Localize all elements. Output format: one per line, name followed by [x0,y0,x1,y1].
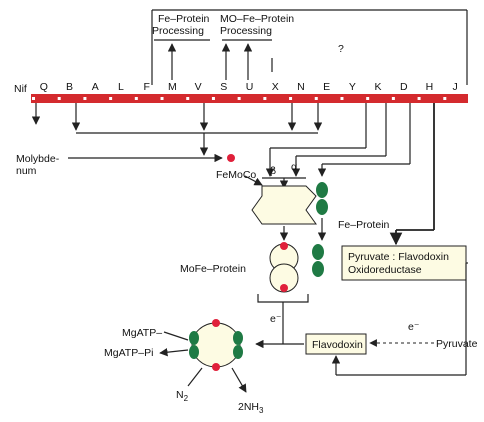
gene-separator [314,97,318,100]
mgatp-pi-arrow [159,348,189,357]
gene-separator [340,97,344,100]
molybdenum-dot [227,154,235,162]
gene-label-y: Y [349,81,356,93]
flavodoxin-box [305,333,367,355]
gene-label-a: A [92,81,99,93]
gene-label-m: M [168,81,177,93]
gene-separator [417,97,421,100]
gene-separator [186,97,190,100]
gene-separator [443,97,447,100]
mgatp-line [163,331,189,341]
gene-separator [109,97,113,100]
mgatp-pi-label: MgATP–Pi [104,347,153,359]
unknown-function-mark: ? [338,43,344,55]
gene-label-x: X [272,81,279,93]
fe-protein-dimer-top [316,182,328,215]
molybdenum-label-2: num [16,165,37,177]
gene-label-s: S [220,81,227,93]
mofe-processing-label-2: Processing [220,25,272,37]
beta-label: β [270,165,276,177]
gene-separator [160,97,164,100]
pyruvate-label: Pyruvate [436,338,478,350]
fe-processing-label-1: Fe–Protein [158,13,210,25]
gene-separator [289,97,293,100]
nh3-arrow [231,367,247,393]
femoco-arrow [244,175,263,186]
electron-left-label: e⁻ [270,313,282,325]
oxidoreductase-label-2: Oxidoreductase [348,264,422,276]
nh3-label: 2NH3 [238,401,264,415]
gene-label-l: L [118,81,124,93]
pyruvate-oxidoreductase-box [341,245,467,281]
gene-label-d: D [400,81,408,93]
n2-line [187,367,203,387]
fe-processing-label-2: Processing [152,25,204,37]
femoco-label: FeMoCo [216,169,256,181]
fe-protein-dimer-lower [312,244,324,277]
apoprotein-shape [251,185,317,225]
fe-protein-label: Fe–Protein [338,219,390,231]
gene-label-u: U [246,81,254,93]
gene-label-b: B [66,81,73,93]
gene-label-j: J [453,81,458,93]
gene-separator [83,97,87,100]
gene-separator [263,97,267,100]
gene-separator [237,97,241,100]
gene-label-n: N [297,81,305,93]
gene-label-h: H [426,81,434,93]
molybdenum-label-1: Molybde- [16,153,60,165]
mofe-protein-shape [269,242,299,293]
operon-prefix: Nif [14,83,27,95]
gene-label-e: E [323,81,330,93]
gene-separator [366,97,370,100]
gene-label-v: V [195,81,202,93]
gene-label-q: Q [40,81,48,93]
flavodoxin-label: Flavodoxin [312,339,363,351]
gene-label-k: K [375,81,382,93]
gene-label-f: F [143,81,149,93]
gene-separator [57,97,61,100]
n2-label: N2 [176,389,189,403]
gene-separator [32,97,35,100]
nitrogenase-complex [189,319,243,371]
mgatp-label: MgATP– [122,327,162,339]
gene-separator [391,97,395,100]
assembly-bracket [257,294,309,303]
electron-right-label: e⁻ [408,321,420,333]
gene-separator [211,97,215,100]
gene-separator [134,97,138,100]
oxidoreductase-label-1: Pyruvate : Flavodoxin [348,251,449,263]
alpha-label: α [291,161,297,173]
operon-bar-fill [31,94,468,103]
mofe-processing-label-1: MO–Fe–Protein [220,13,294,25]
mofe-protein-label: MoFe–Protein [180,263,246,275]
